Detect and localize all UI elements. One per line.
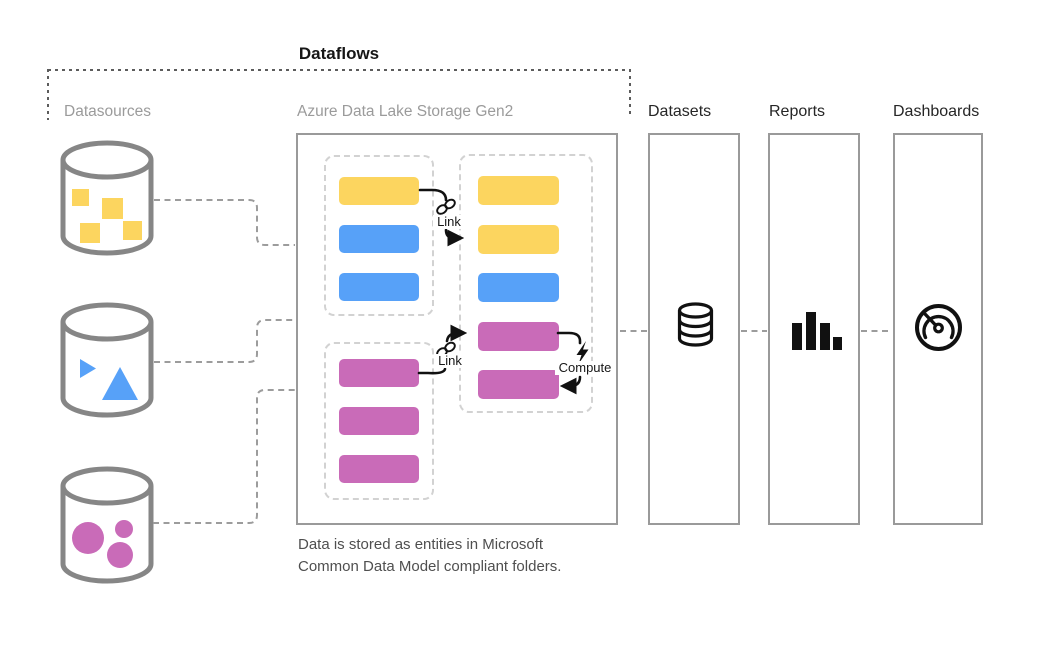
adls-caption: Data is stored as entities in Microsoft …	[298, 534, 618, 578]
datasource-cylinder-triangles	[60, 302, 154, 418]
yellow-entity-bar	[478, 176, 559, 205]
dataflows-bracket-top	[48, 69, 630, 71]
adls-caption-line2: Common Data Model compliant folders.	[298, 558, 562, 575]
bar-chart-icon	[792, 312, 842, 350]
adls-caption-line1: Data is stored as entities in Microsoft	[298, 536, 544, 553]
blue-triangles-icon	[80, 359, 138, 400]
yellow-entity-bar	[478, 224, 559, 254]
datasets-box	[648, 133, 740, 525]
dashboards-box	[893, 133, 983, 525]
link-lower-label: Link	[434, 354, 466, 368]
dataflows-bracket-left	[47, 69, 49, 120]
pink-circles-icon	[72, 520, 133, 568]
pink-entity-bar	[339, 455, 419, 483]
pink-entity-bar	[339, 407, 419, 435]
datasources-label: Datasources	[64, 103, 152, 120]
datasource-cylinder-circles	[60, 466, 154, 584]
blue-entity-bar	[339, 273, 419, 301]
yellow-entity-bar	[339, 177, 419, 205]
blue-entity-bar	[339, 225, 419, 253]
dataflows-title: Dataflows	[298, 44, 380, 63]
pink-entity-bar	[339, 359, 419, 387]
yellow-squares-icon	[72, 189, 142, 243]
pink-entity-bar	[478, 321, 559, 351]
gauge-icon	[915, 304, 962, 351]
datasets-label: Datasets	[648, 103, 712, 120]
link-upper-label: Link	[433, 215, 465, 229]
adls-label: Azure Data Lake Storage Gen2	[297, 103, 514, 120]
blue-entity-bar	[478, 273, 559, 302]
entity-group-lower	[324, 342, 434, 500]
dataflows-bracket-right	[629, 69, 631, 115]
compute-label: Compute	[555, 361, 615, 375]
dashboards-label: Dashboards	[893, 103, 980, 120]
pink-entity-bar	[478, 370, 559, 399]
entity-group-upper	[324, 155, 434, 316]
database-icon	[677, 302, 714, 347]
reports-label: Reports	[769, 103, 826, 120]
datasource-cylinder-squares	[60, 140, 154, 256]
entity-group-model	[459, 154, 593, 413]
